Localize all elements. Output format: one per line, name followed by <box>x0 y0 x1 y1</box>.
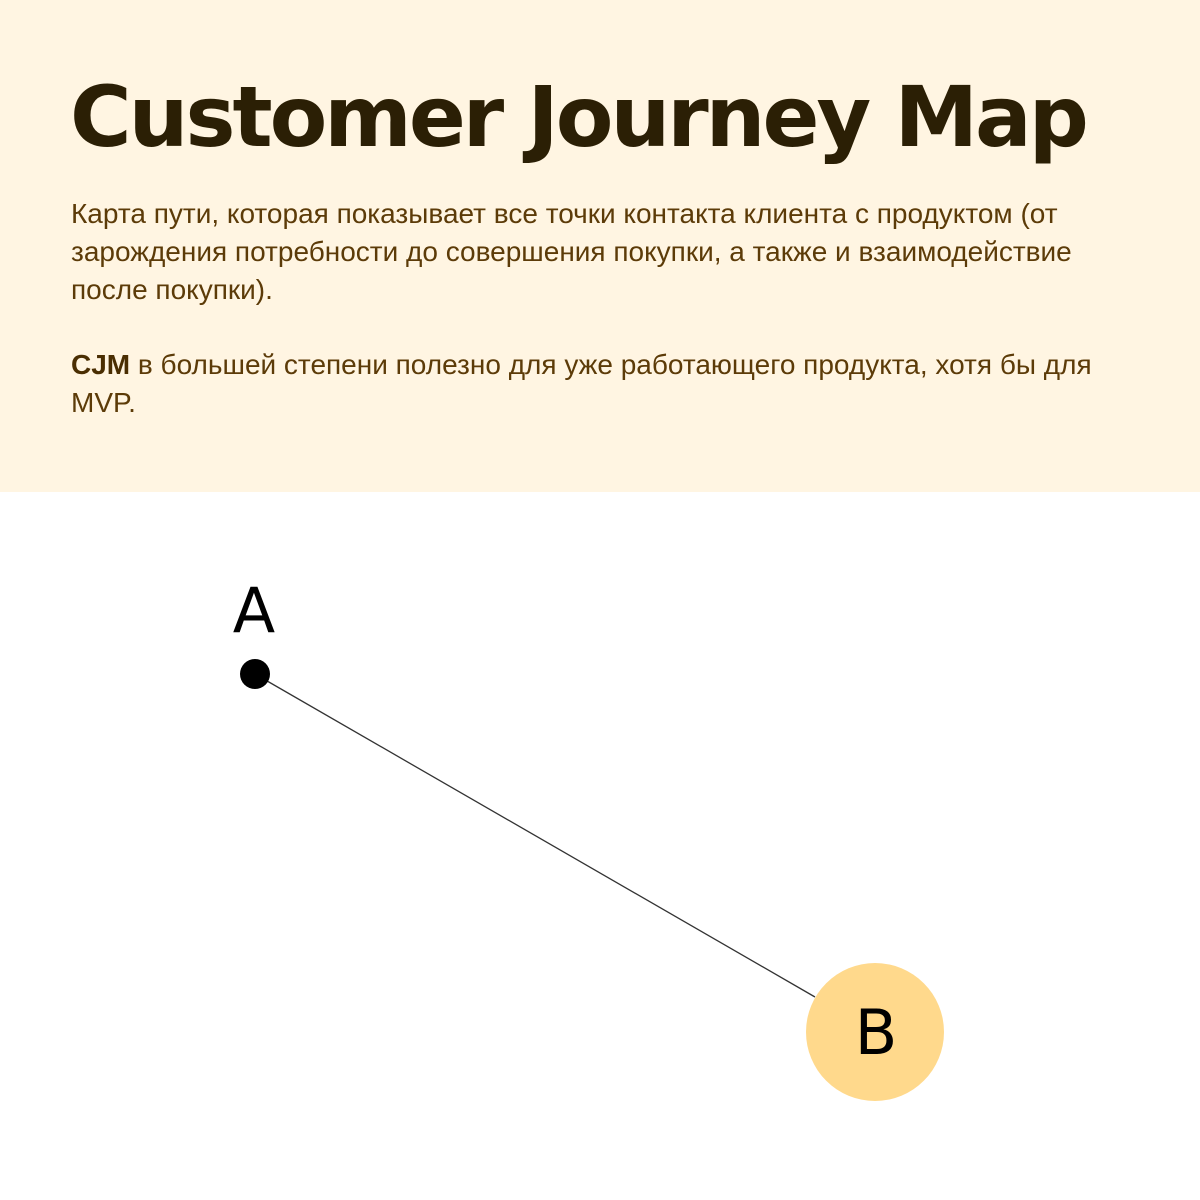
journey-path-line <box>254 673 816 998</box>
note-lead-abbreviation: CJM <box>71 349 131 380</box>
description-paragraph: Карта пути, которая показывает все точки… <box>71 198 1072 305</box>
note-paragraph: CJM в большей степени полезно для уже ра… <box>71 346 1141 422</box>
end-point-label: B <box>855 996 898 1069</box>
note-text: в большей степени полезно для уже работа… <box>71 349 1092 418</box>
start-point-label: A <box>233 574 275 647</box>
page-title: Customer Journey Map <box>70 68 1089 166</box>
end-point-circle <box>806 963 944 1101</box>
header-panel: Customer Journey Map Карта пути, которая… <box>0 0 1200 492</box>
start-point-dot <box>240 659 270 689</box>
journey-diagram-svg: A B <box>233 574 944 1101</box>
journey-diagram: A B <box>0 492 1200 1200</box>
